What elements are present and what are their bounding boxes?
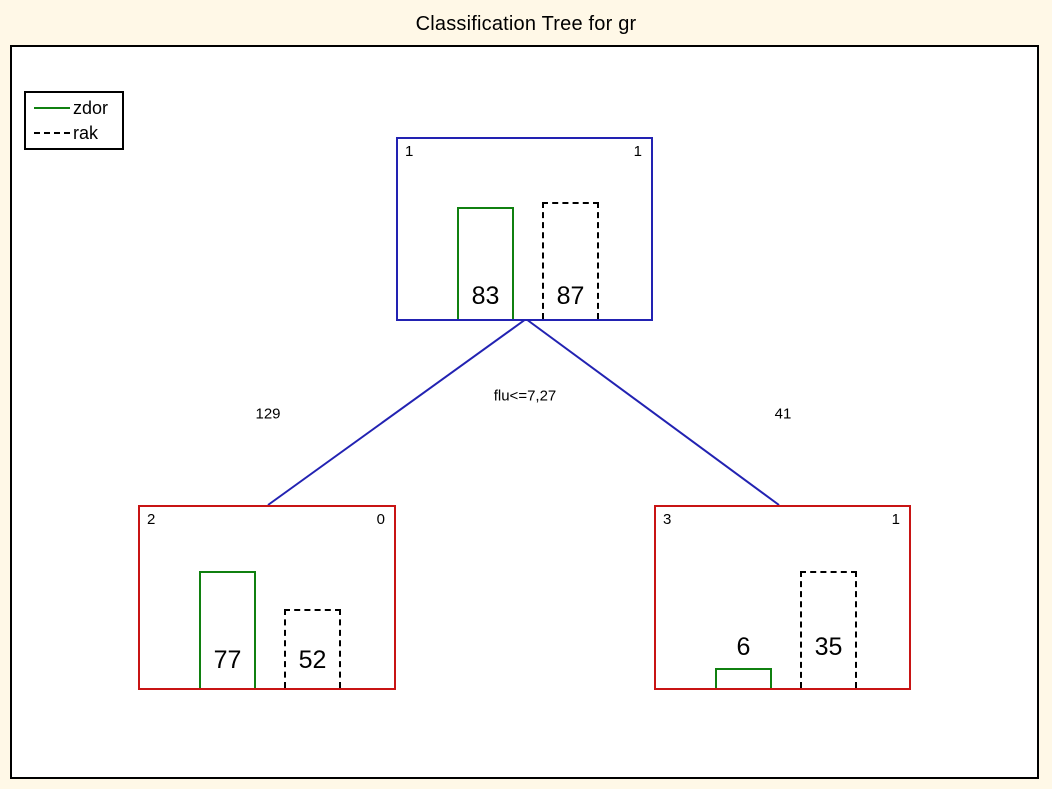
legend: zdor rak — [24, 91, 124, 150]
tree-node-3: 3 1 6 35 — [654, 505, 911, 690]
node-number: 2 — [147, 511, 156, 528]
split-condition: flu<=7,27 — [493, 387, 557, 405]
chart-title: Classification Tree for gr — [415, 13, 637, 35]
node-number: 3 — [663, 511, 672, 528]
branch-lines — [267, 318, 780, 506]
branch-count-left: 129 — [255, 405, 281, 423]
bar-value-zdor: 83 — [471, 282, 500, 310]
bar-zdor — [457, 207, 514, 319]
dashed-line-icon — [34, 132, 70, 134]
legend-item-zdor: zdor — [34, 97, 122, 119]
plot-area: zdor rak 129 flu<=7,27 41 1 1 83 87 2 0 7… — [10, 45, 1039, 779]
solid-line-icon — [34, 107, 70, 109]
branch-line-left — [267, 318, 527, 506]
legend-item-rak: rak — [34, 122, 122, 144]
bar-value-rak: 87 — [556, 282, 585, 310]
tree-node-2: 2 0 77 52 — [138, 505, 396, 690]
node-histogram: 6 35 — [656, 507, 909, 688]
node-class-label: 1 — [633, 143, 642, 160]
legend-label-rak: rak — [73, 123, 99, 143]
tree-node-1: 1 1 83 87 — [396, 137, 653, 321]
bar-value-rak: 35 — [814, 633, 843, 661]
node-histogram: 77 52 — [140, 507, 394, 688]
bar-zdor — [715, 668, 772, 688]
branch-line-right — [525, 318, 780, 506]
bar-value-rak: 52 — [298, 646, 327, 674]
legend-label-zdor: zdor — [73, 98, 109, 118]
bar-zdor — [199, 571, 256, 688]
node-number: 1 — [405, 143, 414, 160]
bar-rak — [284, 609, 341, 688]
bar-value-zdor: 6 — [736, 633, 751, 661]
bar-value-zdor: 77 — [213, 646, 242, 674]
bar-rak — [800, 571, 857, 688]
node-class-label: 1 — [891, 511, 900, 528]
node-histogram: 83 87 — [398, 139, 651, 319]
branch-count-right: 41 — [774, 405, 792, 423]
bar-rak — [542, 202, 599, 319]
node-class-label: 0 — [376, 511, 385, 528]
